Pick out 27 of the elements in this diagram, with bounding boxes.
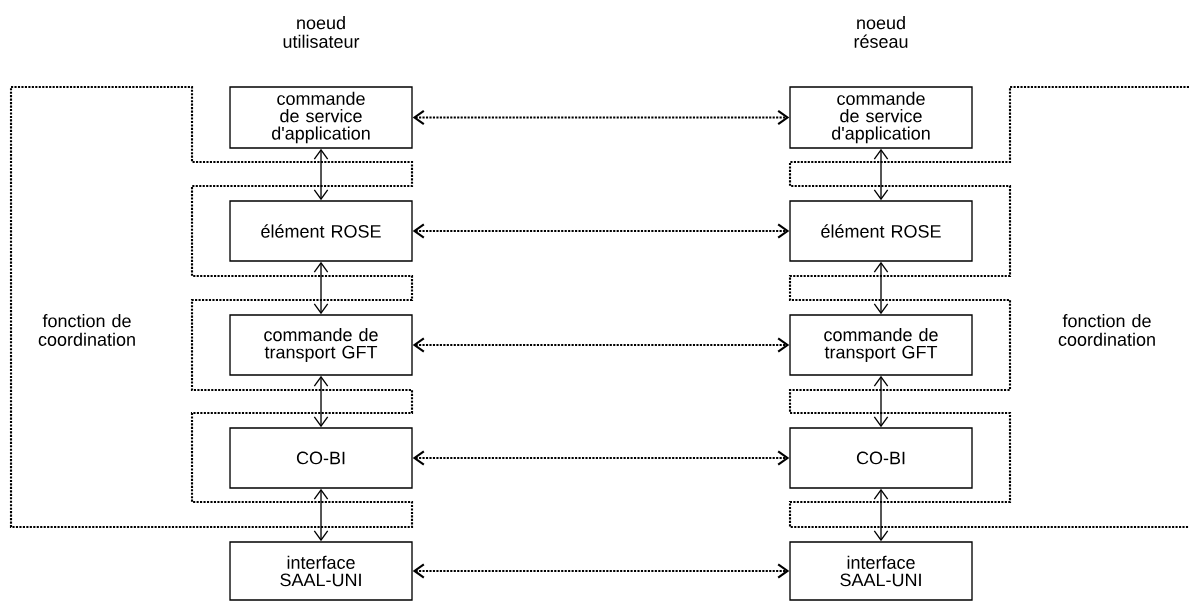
double-arrow [313,488,329,542]
process-box: CO-BI [789,427,973,489]
double-arrow [873,375,889,428]
process-box: commande de transport GFT [229,314,413,376]
process-box: commande de service d'application [789,86,973,149]
process-box: élément ROSE [229,200,413,262]
double-arrow [412,450,790,466]
process-box: interface SAAL-UNI [229,541,413,601]
double-arrow [873,488,889,542]
double-arrow [313,375,329,428]
double-arrow [873,148,889,201]
region-label: fonction de coordination [38,314,135,346]
double-arrow [412,563,790,579]
double-arrow [412,337,790,353]
double-arrow [873,261,889,315]
double-arrow [313,148,329,201]
double-arrow [412,223,790,239]
double-arrow [412,109,790,126]
process-box: interface SAAL-UNI [789,541,973,601]
process-box: élément ROSE [789,200,973,262]
process-box: commande de service d'application [229,86,413,149]
process-box: CO-BI [229,427,413,489]
column-heading: noeud réseau [854,16,908,48]
process-box: commande de transport GFT [789,314,973,376]
region-label: fonction de coordination [1058,314,1155,346]
column-heading: noeud utilisateur [283,16,360,48]
double-arrow [313,261,329,315]
